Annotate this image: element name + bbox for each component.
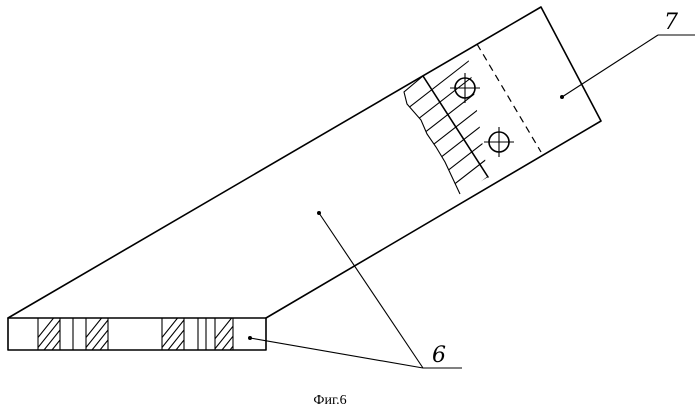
base-plate [8,310,266,360]
label-part-6: 6 [432,343,446,368]
part-7-tip [380,44,541,228]
tip-hatching [380,60,512,228]
base-plate-holes [38,318,233,350]
label-part-7: 7 [664,10,678,35]
rivet-hole-lower [484,127,514,157]
tip-break-line [404,76,460,194]
part-6-body [8,7,601,318]
figure-caption: Фиг.6 [313,393,346,408]
leader-lines [248,35,695,368]
rivet-hole-upper [450,73,480,103]
